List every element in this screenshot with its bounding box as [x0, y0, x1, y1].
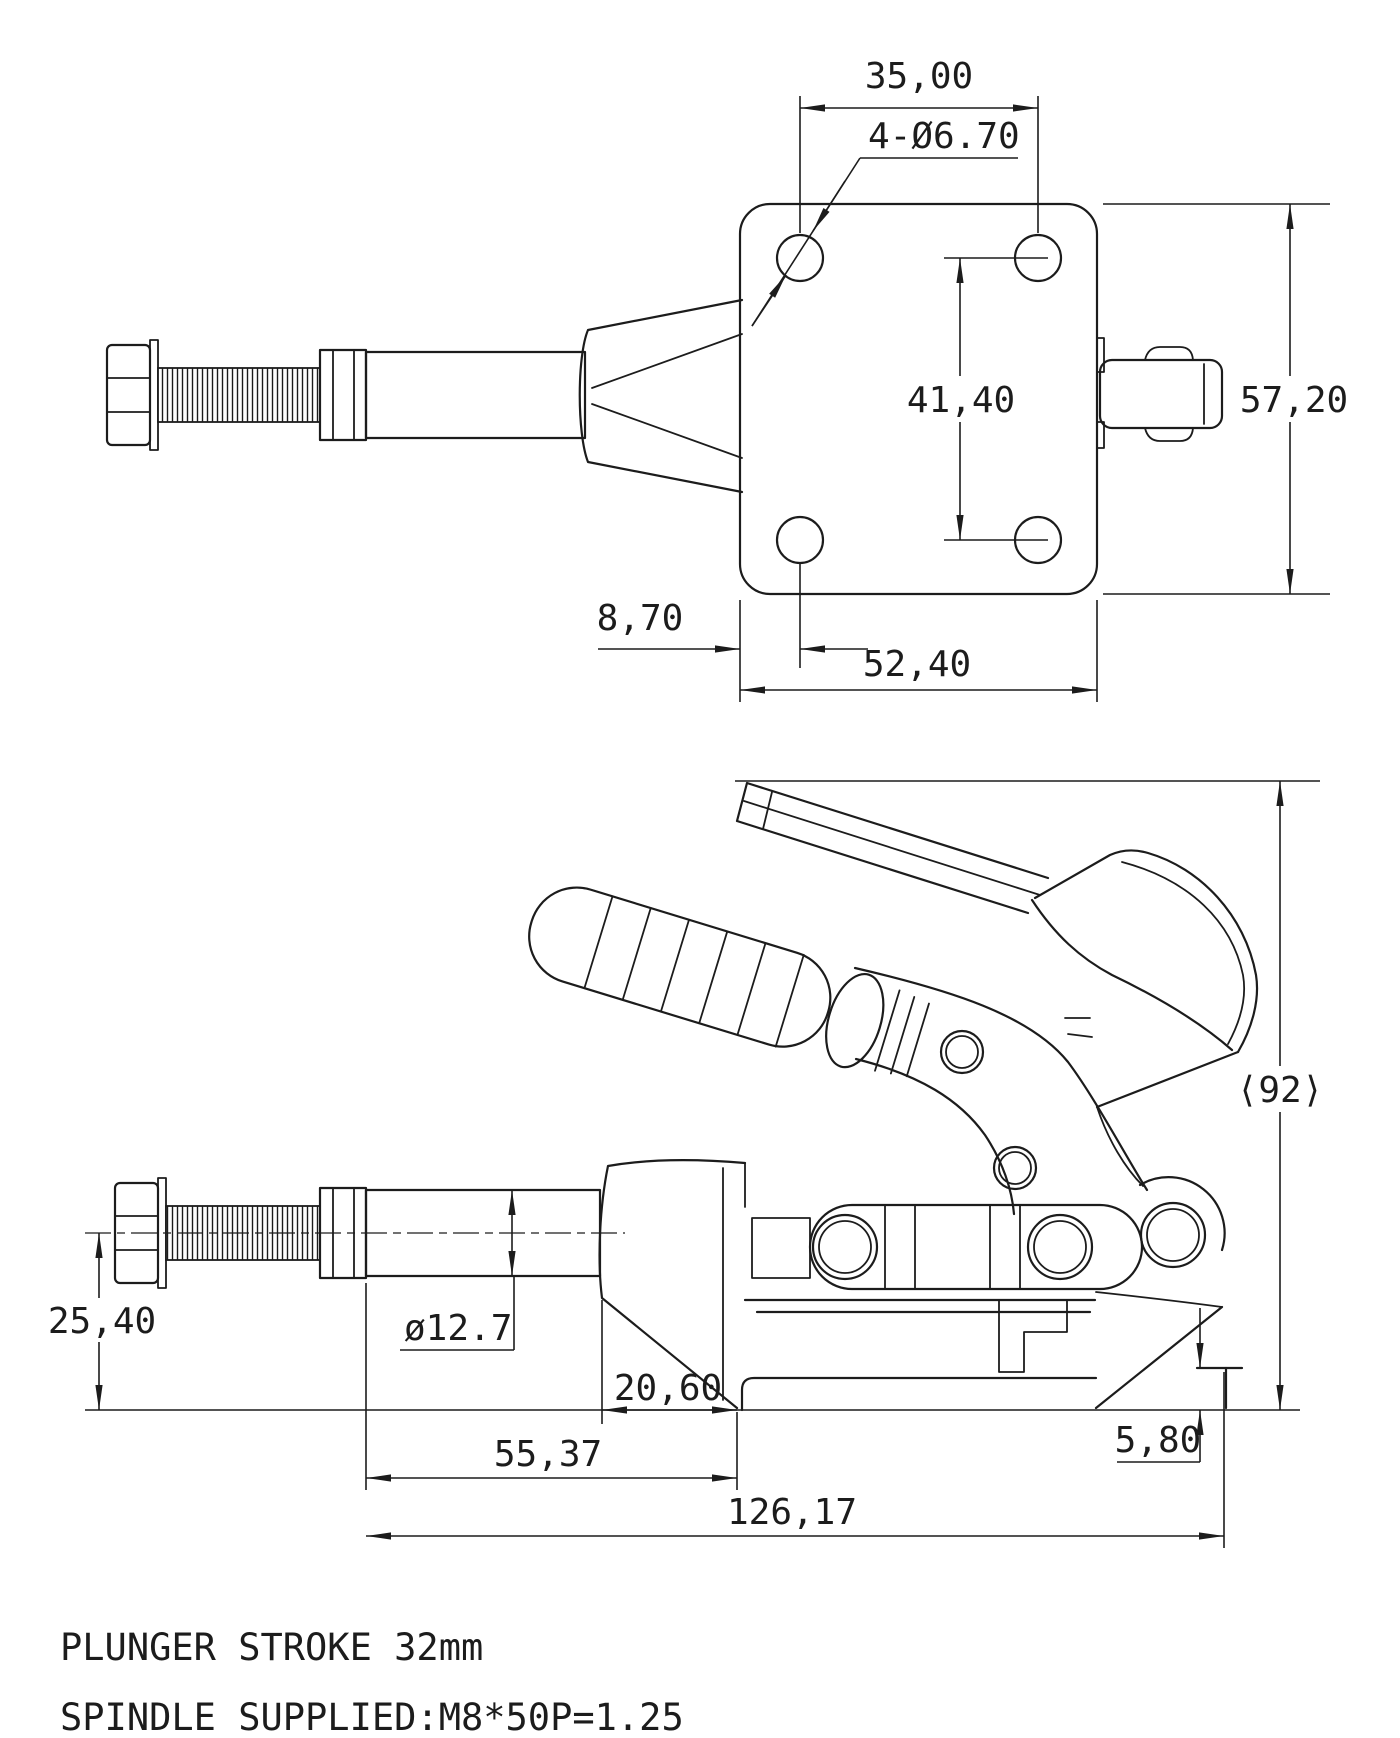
dim-pad-height: 5,80 — [1115, 1308, 1204, 1463]
dim-hole-span-v: 41,40 — [894, 257, 1048, 541]
handle-grip — [528, 886, 930, 1078]
note-plunger-stroke: PLUNGER STROKE 32mm — [60, 1626, 483, 1669]
dim-text-870: 8,70 — [597, 598, 684, 639]
cam-head — [1030, 849, 1259, 1187]
dim-axis-height: 25,40 — [42, 1233, 162, 1410]
side-view: ⟨92⟩ 25,40 ø12.7 20,60 55,37 — [42, 780, 1328, 1548]
lever-bar — [735, 781, 1050, 915]
receiver-cone — [578, 298, 744, 494]
dim-text-5720: 57,20 — [1240, 380, 1348, 421]
dim-plate-width: 52,40 — [739, 600, 1098, 702]
dim-overall-length: 126,17 — [366, 1372, 1225, 1548]
spindle-side-view — [85, 1177, 625, 1289]
notes: PLUNGER STROKE 32mm SPINDLE SUPPLIED:M8*… — [60, 1626, 684, 1738]
mounting-plate — [738, 202, 1099, 596]
dim-edge-to-hole: 8,70 — [597, 563, 868, 668]
dim-text-hole: 4-Ø6.70 — [868, 116, 1020, 157]
pivot-tab — [1096, 337, 1224, 449]
dim-plate-height: 57,20 — [1103, 203, 1366, 595]
plunger-rod — [364, 350, 587, 440]
base — [740, 1291, 1244, 1412]
grip-collar — [825, 972, 885, 1069]
dim-text-4140: 41,40 — [907, 380, 1015, 421]
dim-spindle-to-nose: 55,37 — [365, 1283, 738, 1490]
dim-hole-callout: 4-Ø6.70 — [751, 116, 1020, 327]
spindle-top-view — [105, 298, 744, 494]
hex-nut — [318, 348, 368, 442]
lever-arm — [853, 966, 1149, 1216]
dim-text-92: ⟨92⟩ — [1237, 1070, 1324, 1111]
top-view: 35,00 4-Ø6.70 41,40 57,20 — [105, 56, 1366, 702]
dim-text-580: 5,80 — [1115, 1420, 1202, 1461]
mounting-hole-bottom-left — [775, 515, 825, 565]
dim-text-2060: 20,60 — [614, 1368, 722, 1409]
dim-text-127: ø12.7 — [404, 1308, 512, 1349]
dim-hole-span-h: 35,00 — [799, 56, 1039, 233]
dim-plunger-diameter: ø12.7 — [400, 1189, 590, 1351]
link-bar — [808, 1176, 1226, 1291]
dim-text-5537: 55,37 — [494, 1434, 602, 1475]
dim-text-35: 35,00 — [865, 56, 973, 97]
housing — [598, 1159, 811, 1410]
dim-text-2540: 25,40 — [48, 1301, 156, 1342]
mounting-hole-top-left — [775, 233, 825, 283]
dim-nose-to-front: 20,60 — [601, 1300, 737, 1424]
note-spindle-supplied: SPINDLE SUPPLIED:M8*50P=1.25 — [60, 1696, 684, 1738]
dim-text-5240: 52,40 — [863, 644, 971, 685]
thread-section — [157, 367, 321, 423]
spindle-flange — [149, 339, 159, 451]
dim-overall-height: ⟨92⟩ — [735, 780, 1328, 1410]
dim-text-12617: 126,17 — [727, 1492, 857, 1533]
